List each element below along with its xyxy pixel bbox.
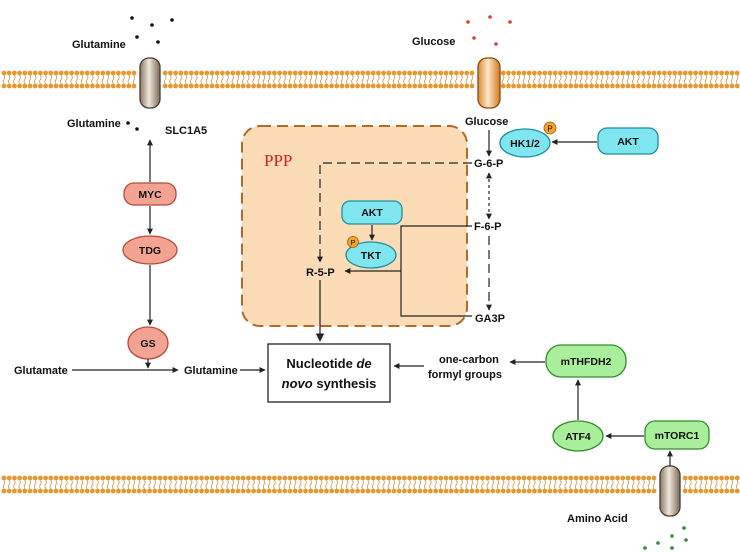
cell-membrane-bottom xyxy=(1,475,740,494)
svg-text:P: P xyxy=(350,238,355,247)
glutamine-molecules-outside xyxy=(130,16,174,44)
nucleotide-synthesis-box: Nucleotide de novo synthesis xyxy=(267,343,391,403)
atf4-node: ATF4 xyxy=(552,420,604,452)
svg-text:mTORC1: mTORC1 xyxy=(655,430,700,442)
tdg-node: TDG xyxy=(122,235,178,265)
glutamine-outside-label: Glutamine xyxy=(72,39,126,51)
glucose-molecules xyxy=(466,15,512,46)
myc-node: MYC xyxy=(123,182,177,206)
svg-text:mTHFDH2: mTHFDH2 xyxy=(561,356,612,368)
svg-text:GS: GS xyxy=(140,338,155,350)
slc1a5-label: SLC1A5 xyxy=(165,125,207,137)
glutamine-inside-label: Glutamine xyxy=(67,118,121,130)
glucose-inside-label: Glucose xyxy=(465,116,508,128)
svg-text:HK1/2: HK1/2 xyxy=(510,138,540,150)
svg-text:AKT: AKT xyxy=(617,136,639,148)
svg-text:TKT: TKT xyxy=(361,250,382,262)
glutamate-label: Glutamate xyxy=(14,365,68,377)
ga3p-label: GA3P xyxy=(475,313,505,325)
svg-text:AKT: AKT xyxy=(361,207,383,219)
tkt-phospho-icon: P xyxy=(347,236,359,248)
glucose-transporter xyxy=(477,57,501,109)
amino-acid-transporter xyxy=(659,465,681,517)
g6p-label: G-6-P xyxy=(474,158,503,170)
svg-text:TDG: TDG xyxy=(139,245,161,257)
arrow-g6p-to-r5p xyxy=(317,162,472,263)
f6p-label: F-6-P xyxy=(474,221,502,233)
amino-acid-molecules xyxy=(643,526,688,550)
amino-acid-label: Amino Acid xyxy=(567,513,628,525)
ppp-title: PPP xyxy=(264,151,292,170)
one-carbon-label: one-carbon xyxy=(439,354,499,366)
akt-node-ppp: AKT xyxy=(341,200,403,225)
cell-membrane-top xyxy=(1,70,740,89)
hk12-node: HK1/2 xyxy=(499,128,551,158)
formyl-groups-label: formyl groups xyxy=(428,369,502,381)
hk12-phospho-icon: P xyxy=(543,121,557,135)
glutamine-molecules-inside xyxy=(126,121,139,131)
svg-text:MYC: MYC xyxy=(138,189,162,201)
svg-text:P: P xyxy=(547,125,552,134)
tkt-node: TKT xyxy=(345,241,397,269)
r5p-label: R-5-P xyxy=(306,267,335,279)
mthfdh2-node: mTHFDH2 xyxy=(545,344,627,378)
akt-node-right: AKT xyxy=(597,127,659,155)
mtorc1-node: mTORC1 xyxy=(644,420,710,450)
slc1a5-transporter xyxy=(139,57,161,109)
gs-node: GS xyxy=(127,326,169,360)
svg-text:ATF4: ATF4 xyxy=(565,431,591,443)
glutamine-product-label: Glutamine xyxy=(184,365,238,377)
nucleotide-synthesis-line2: novo synthesis xyxy=(282,376,377,391)
nucleotide-synthesis-line1: Nucleotide de xyxy=(286,356,371,371)
glucose-outside-label: Glucose xyxy=(412,36,455,48)
